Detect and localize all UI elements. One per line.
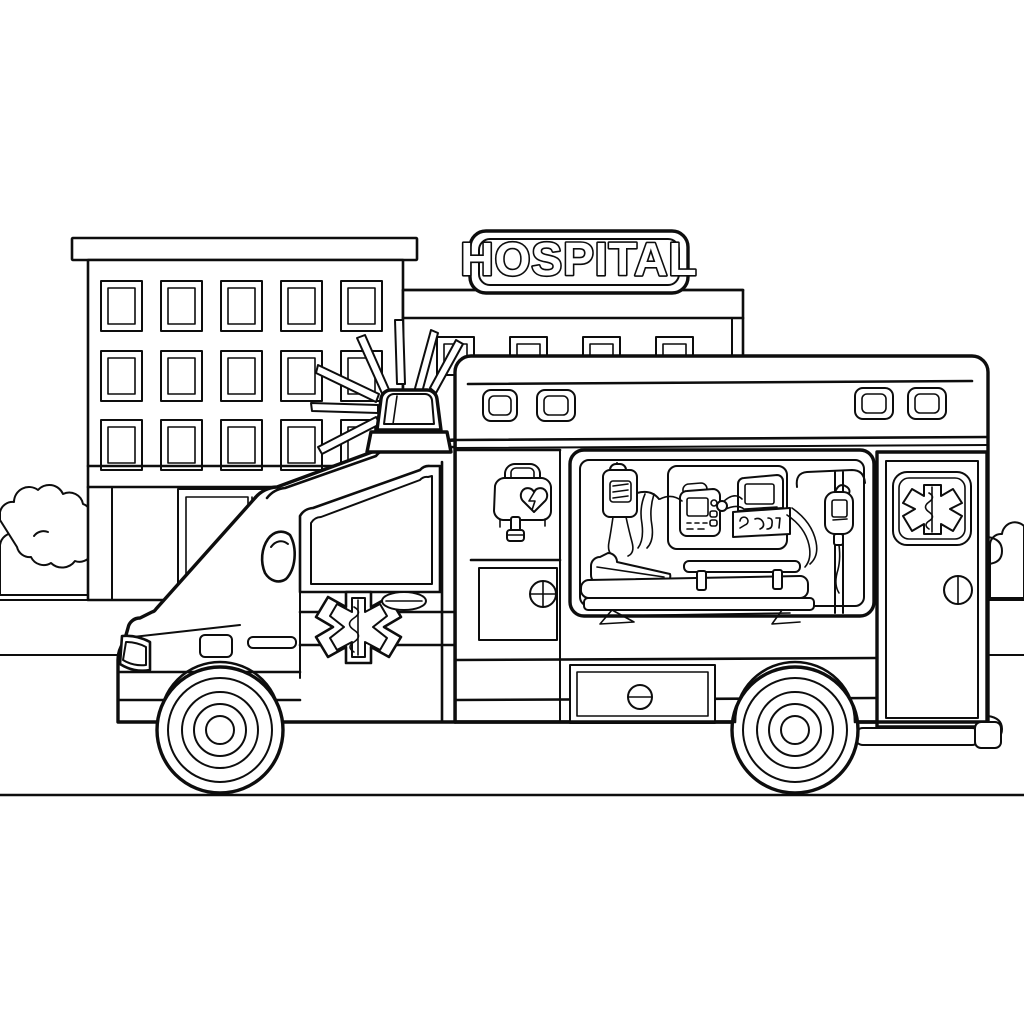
star-of-life-icon — [902, 484, 963, 535]
heart-bolt-icon — [519, 487, 549, 513]
rear-wheel — [730, 665, 860, 795]
emergency-light-bar — [365, 388, 453, 454]
front-marker-light — [247, 636, 297, 649]
compartment-latch-icon[interactable] — [627, 684, 653, 710]
hospital-window-row-1 — [100, 280, 383, 332]
rear-bumper — [854, 721, 1002, 749]
side-door-handle — [381, 591, 427, 611]
interior-equipment — [579, 462, 866, 625]
side-mirror-icon — [260, 530, 296, 583]
rear-star-panel — [892, 471, 972, 546]
ambulance-vehicle — [116, 354, 1003, 795]
stretcher-gurney — [579, 552, 815, 625]
hospital-roof-cap — [70, 236, 419, 262]
hospital-sign-text: HOSPITAL — [460, 233, 697, 285]
side-cabinet-door[interactable] — [478, 567, 558, 641]
rear-door[interactable] — [875, 450, 989, 729]
emergency-light-rays — [310, 319, 464, 455]
cabinet-latch-icon[interactable] — [529, 580, 557, 608]
iv-pole-icon — [795, 469, 866, 614]
headlight-icon — [118, 634, 152, 672]
front-wheel — [155, 665, 285, 795]
star-of-life-icon — [314, 590, 403, 665]
hospital-sign: HOSPITAL — [459, 229, 698, 295]
patient-monitor-left — [679, 482, 721, 537]
patient-monitor-right — [732, 474, 791, 538]
storage-compartment-door[interactable] — [569, 664, 716, 724]
iv-bag-icon — [602, 462, 660, 557]
equipment-shelf — [667, 465, 788, 550]
bush-left — [0, 483, 103, 596]
front-vent — [199, 634, 233, 658]
defibrillator-case — [493, 462, 552, 542]
rear-door-handle[interactable] — [943, 575, 973, 605]
box-marker-lights — [482, 387, 947, 422]
gurney-side-rail — [683, 560, 801, 591]
